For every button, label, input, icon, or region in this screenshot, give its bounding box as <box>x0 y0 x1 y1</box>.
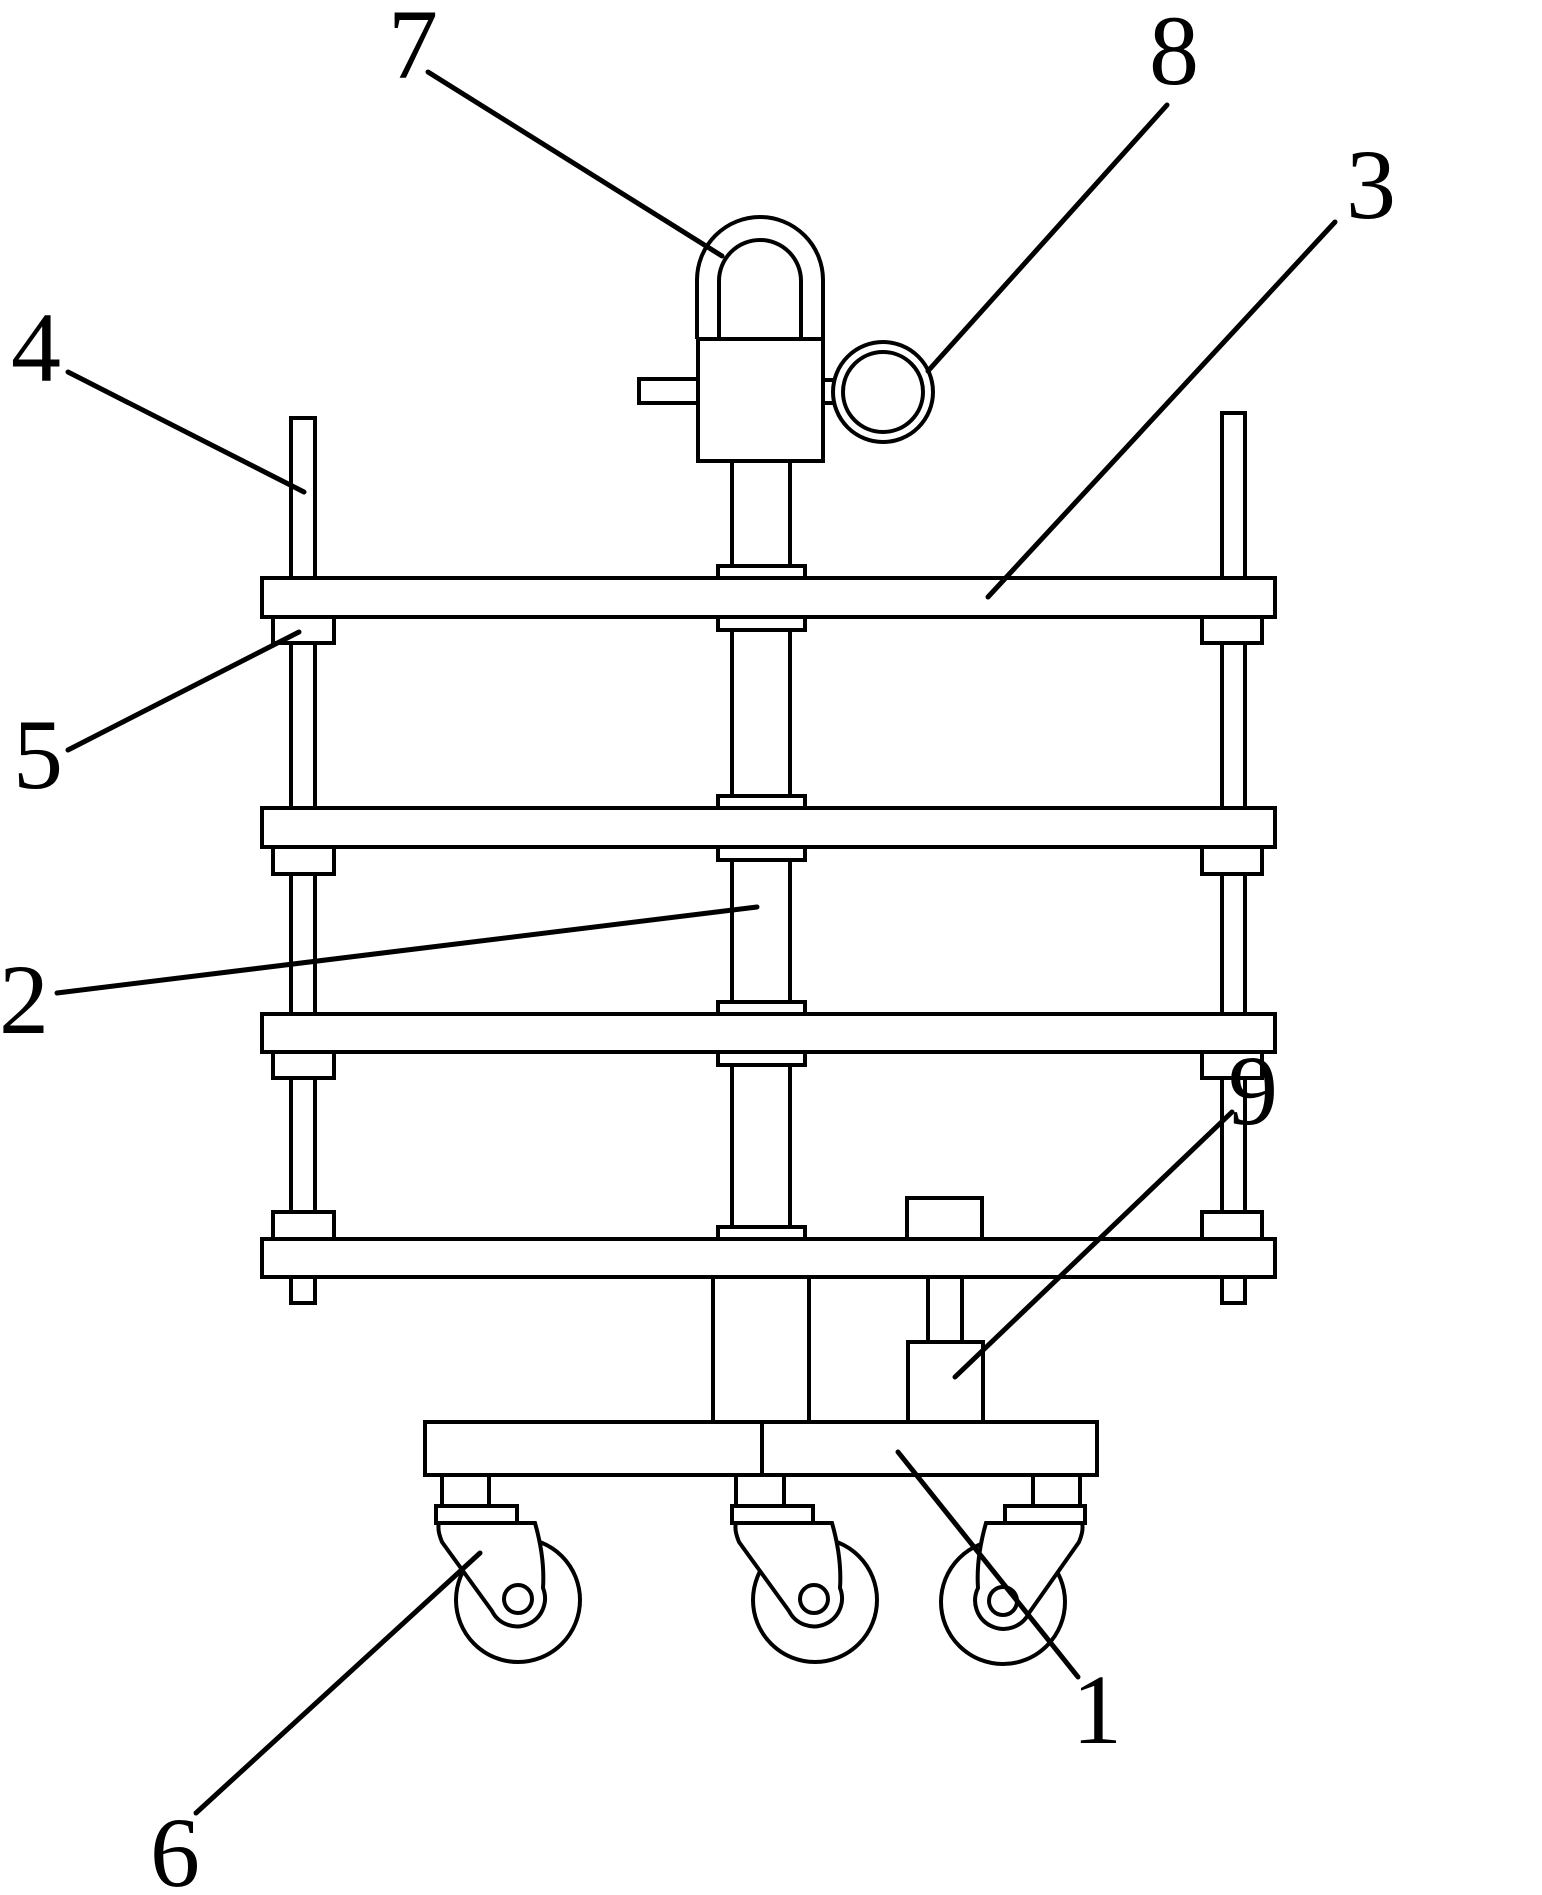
callout-label-6: 6 <box>150 1797 200 1895</box>
leader-line-1 <box>895 1449 1081 1680</box>
leader-line-5 <box>65 629 302 753</box>
shelf-4-box <box>905 1196 984 1241</box>
leader-line-2 <box>54 904 760 996</box>
column-collar-below-shelf-2 <box>716 845 807 862</box>
column-collar-above-shelf-4 <box>716 1225 807 1241</box>
riser-block <box>906 1340 985 1424</box>
pedestal-column <box>711 1275 811 1424</box>
leader-line-3 <box>985 219 1338 600</box>
callout-label-4: 4 <box>11 292 61 403</box>
callout-label-9: 9 <box>1228 1035 1278 1146</box>
shelf-2 <box>260 806 1277 849</box>
column-collar-above-shelf-1 <box>716 564 807 580</box>
caster-middle-plate <box>730 1504 815 1525</box>
shelf-4 <box>260 1237 1277 1279</box>
shelf-1 <box>260 576 1277 619</box>
caster-right-stem <box>1031 1473 1082 1508</box>
leader-line-4 <box>65 369 307 495</box>
shelf-3 <box>260 1012 1277 1054</box>
column-collar-below-shelf-1 <box>716 615 807 632</box>
hook-shackle-inner <box>717 238 803 339</box>
hook-left-lug <box>637 377 700 405</box>
leader-line-8 <box>925 102 1170 374</box>
left-rod-collar-4 <box>271 1210 336 1241</box>
callout-label-5: 5 <box>13 699 63 810</box>
caster-left-plate <box>434 1504 519 1525</box>
callout-label-3: 3 <box>1346 129 1396 240</box>
ring-inner <box>841 350 925 434</box>
right-rod-collar-2 <box>1200 845 1264 876</box>
left-rod-collar-2 <box>271 845 336 876</box>
leader-line-7 <box>425 69 725 259</box>
right-rod-collar-3 <box>1200 1050 1264 1080</box>
caster-right-plate <box>1003 1504 1087 1525</box>
left-rod-collar-3 <box>271 1050 336 1080</box>
caster-middle-stem <box>734 1473 786 1508</box>
column-collar-above-shelf-3 <box>716 1000 807 1016</box>
caster-right-hub <box>987 1585 1019 1617</box>
callout-label-8: 8 <box>1149 0 1199 106</box>
hook-body <box>696 337 825 463</box>
right-rod-collar-1 <box>1200 615 1264 645</box>
callout-label-1: 1 <box>1072 1654 1122 1765</box>
leader-line-9 <box>952 1109 1235 1380</box>
ring-outer <box>831 340 935 444</box>
callout-label-2: 2 <box>0 944 49 1055</box>
column-collar-above-shelf-2 <box>716 794 807 810</box>
leader-line-6 <box>193 1550 483 1816</box>
hook-shackle-outer <box>695 215 825 339</box>
caster-middle-fork <box>733 1521 844 1629</box>
column-collar-below-shelf-3 <box>716 1050 807 1067</box>
caster-middle-hub <box>798 1583 830 1615</box>
caster-left-hub <box>502 1583 534 1615</box>
right-rod-collar-4 <box>1200 1210 1264 1241</box>
callout-label-7: 7 <box>388 0 438 100</box>
caster-left-stem <box>440 1473 491 1508</box>
riser-stem <box>926 1275 964 1344</box>
